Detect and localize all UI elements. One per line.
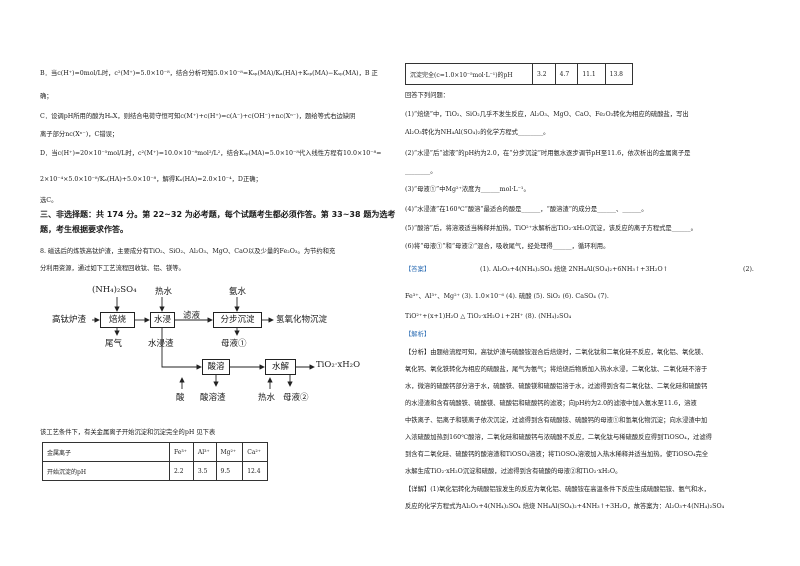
answer-tag: 【答案】	[405, 266, 431, 273]
header-cell: Ca²⁺	[242, 442, 268, 462]
question-4: (4)“水浸渣”在160℃“酸溶”最适合的酸是______，“酸溶渣”的成分是_…	[405, 206, 648, 213]
analysis-line8: 水解生成TiO₂·xH₂O沉淀和硫酸，过滤得到含有硫酸的母液②和TiO₂·xH₂…	[405, 468, 622, 475]
table-header-row: 金属离子 Fe³⁺ Al³⁺ Mg²⁺ Ca²⁺	[42, 442, 268, 462]
analysis-line3: 水，微溶的硫酸钙部分溶于水，硫酸铁、硫酸镁和硫酸铝溶于水，过滤得到含有二氧化钛、…	[405, 383, 708, 390]
analysis-line4: 的水浸渣和含有硫酸铁、硫酸镁、硫酸铝和硫酸钙的滤液；向pH约为2.0的滤液中加入…	[405, 400, 697, 407]
input-acid: 酸	[176, 393, 185, 403]
product-titanium-hydrate: TiO₂·xH₂O	[316, 360, 361, 370]
header-cell: Mg²⁺	[215, 442, 244, 462]
question-2-line1: (2)“水浸”后“滤液”的pH约为2.0，在“分步沉淀”时用氨水逐步调节pH至1…	[405, 150, 691, 157]
row-label: 开始沉淀的pH	[42, 461, 170, 481]
analysis-tag: 【解析】	[405, 331, 431, 338]
acid-residue: 酸溶渣	[200, 393, 226, 403]
question-5: (5)“酸溶”后，将溶液适当稀释并加热，TiO²⁺水解析出TiO₂·xH₂O沉淀…	[405, 225, 697, 232]
option-b-line2: 确；	[40, 93, 53, 100]
answer-intro: 回答下列问题：	[405, 92, 450, 99]
table-cell: 9.5	[215, 461, 244, 481]
table-cell: 11.1	[577, 63, 606, 85]
answer-line1-end: (2).	[743, 266, 754, 273]
option-c-line1: C．设调pH所用的酸为HₙX，则结合电荷守恒可知c(M⁺)+c(H⁺)=c(A⁻…	[40, 113, 356, 120]
option-c-line2: 离子部分nc(Xⁿ⁻)，C错误；	[40, 131, 119, 138]
answer-line1: (1). Al₂O₃+4(NH₄)₂SO₄ 焙烧 2NH₄Al(SO₄)₂+6N…	[480, 266, 668, 273]
reagent-ammonia-water: 氨水	[229, 287, 247, 297]
leach-residue: 水浸渣	[148, 339, 174, 349]
section-heading-line2: 题，考生根据要求作答。	[40, 225, 128, 234]
reagent-ammonium-sulfate: (NH₄)₂SO₄	[92, 285, 137, 295]
mother-liquor-1: 母液①	[221, 339, 247, 349]
table-cell: 4.7	[554, 63, 579, 85]
question8-line2: 分利用资源，通过如下工艺流程回收钛、铝、镁等。	[40, 265, 185, 272]
table-cell: 2.2	[169, 461, 194, 481]
table-cell: 13.8	[604, 63, 634, 85]
table-caption: 该工艺条件下，有关金属离子开始沉淀和沉淀完全的pH 见下表	[40, 429, 216, 436]
detail-line1: 【详解】(1)氧化铝转化为硫酸铝铵发生的反应为氧化铝、硫酸铵在高温条件下反应生成…	[405, 486, 710, 493]
header-cell: 金属离子	[42, 442, 170, 462]
step-roasting: 焙烧	[100, 312, 135, 328]
question-2-line2: ________。	[405, 168, 437, 175]
analysis-line6: 入浓硫酸加热到160℃酸溶，二氧化硅和硫酸钙与浓硫酸不反应，二氧化钛与稀硫酸反应…	[405, 434, 712, 441]
header-cell: Al³⁺	[192, 442, 217, 462]
input-hot-water: 热水	[258, 393, 276, 403]
table-row: 沉淀完全(c=1.0×10⁻⁵mol·L⁻¹)的pH 3.2 4.7 11.1 …	[405, 63, 634, 85]
label-filtrate: 滤液	[183, 311, 201, 321]
option-d-line3: 选C。	[40, 197, 58, 204]
header-cell: Fe³⁺	[169, 442, 194, 462]
analysis-line1: 【分析】由题给流程可知，高钛炉渣与硫酸铵混合后焙烧时，二氧化钛和二氧化硅不反应，…	[405, 349, 708, 356]
detail-line2: 反应的化学方程式为Al₂O₃+4(NH₄)₂SO₄ 焙烧 NH₄Al(SO₄)₂…	[405, 503, 725, 510]
option-b-line1: B．当c(H⁺)=0mol/L时，c²(M⁺)=5.0×10⁻⁸，结合分析可知5…	[40, 70, 378, 77]
reagent-hot-water: 热水	[155, 287, 173, 297]
tail-gas: 尾气	[105, 339, 123, 349]
table-cell: 3.5	[192, 461, 217, 481]
analysis-line7: 到含有二氧化硅、硫酸钙的酸溶渣和TiOSO₄溶液；将TiOSO₄溶液加入热水稀释…	[405, 451, 709, 458]
step-stepwise-precipitation: 分步沉淀	[213, 312, 262, 328]
question-1-line2: Al₂O₃转化为NH₄Al(SO₄)₂的化学方程式________。	[405, 129, 550, 136]
analysis-line2: 氧化钙、氧化铁转化为相应的硫酸盐，尾气为氨气；将焙烧后物质加入热水水浸，二氧化钛…	[405, 366, 708, 373]
product-hydroxide-precipitate: 氢氧化物沉淀	[276, 315, 328, 325]
question-6: (6)将“母液①”和“母液②”混合，吸收尾气，经处理得______，循环利用。	[405, 243, 610, 250]
question-1-line1: (1)“焙烧”中，TiO₂、SiO₂几乎不发生反应，Al₂O₃、MgO、CaO、…	[405, 111, 689, 118]
ph-table-complete: 沉淀完全(c=1.0×10⁻⁵mol·L⁻¹)的pH 3.2 4.7 11.1 …	[405, 63, 634, 85]
question8-line1: 8. 磁选后的炼铁高钛炉渣，主要成分有TiO₂、SiO₂、Al₂O₃、MgO、C…	[40, 248, 336, 255]
section-heading-line1: 三、非选择题：共 174 分。第 22~32 为必考题，每个试题考生都必须作答。…	[40, 210, 396, 219]
option-d-line2: 2×10⁻⁴×5.0×10⁻⁸/Kₐ(HA)+5.0×10⁻⁸，解得Kₐ(HA)…	[40, 176, 262, 183]
answer-line2: Fe³⁺、Al³⁺、Mg²⁺ (3). 1.0×10⁻⁶ (4). 硫酸 (5)…	[405, 293, 609, 300]
question-3: (3)“母液①”中Mg²⁺浓度为______mol·L⁻¹。	[405, 186, 530, 193]
answer-line3: TiO²⁺+(x+1)H₂O △ TiO₂·xH₂O↓+2H⁺ (8). (NH…	[405, 313, 572, 320]
option-d-line1: D．当c(H⁺)=20×10⁻⁵mol/L时，c²(M⁺)=10.0×10⁻⁸m…	[40, 150, 382, 157]
analysis-line5: 中铁离子、铝离子和镁离子依次沉淀，过滤得到含有硫酸铵、硫酸钙的母液①和氢氧化物沉…	[405, 417, 708, 424]
mother-liquor-2: 母液②	[283, 393, 309, 403]
start-material: 高钛炉渣	[52, 315, 87, 325]
step-hydrolysis: 水解	[265, 359, 296, 375]
step-water-leach: 水浸	[150, 312, 175, 328]
table-cell: 12.4	[242, 461, 268, 481]
table-cell: 3.2	[532, 63, 556, 85]
ph-table-start: 金属离子 Fe³⁺ Al³⁺ Mg²⁺ Ca²⁺ 开始沉淀的pH 2.2 3.5…	[42, 442, 268, 481]
step-acid-dissolution: 酸溶	[202, 359, 230, 375]
table-row: 开始沉淀的pH 2.2 3.5 9.5 12.4	[42, 461, 268, 481]
row-label: 沉淀完全(c=1.0×10⁻⁵mol·L⁻¹)的pH	[405, 63, 533, 85]
